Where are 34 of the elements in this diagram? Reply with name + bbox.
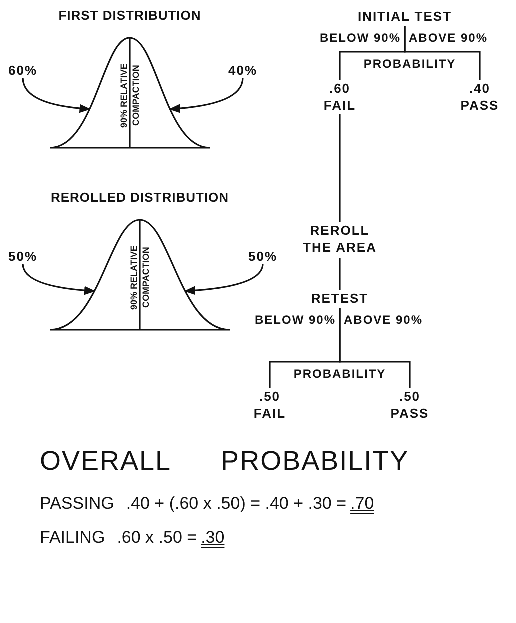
probability-value: .50 — [258, 388, 282, 405]
probability-value: .60 — [328, 80, 352, 97]
step-label: REROLL THE AREA — [295, 222, 385, 258]
probability-value: .50 — [398, 388, 422, 405]
tree-line — [339, 258, 341, 290]
outcome-label: PASS — [460, 97, 500, 114]
leader-line — [22, 264, 96, 296]
outcome-label: FAIL — [252, 405, 288, 422]
tree-line — [339, 308, 411, 388]
percent-label: 50% — [4, 248, 42, 264]
formula-text: FAILING — [40, 528, 106, 548]
outcome-label: PASS — [390, 405, 430, 422]
tree-line — [339, 114, 341, 222]
formula-text: .60 x .50 = — [117, 528, 198, 548]
heading: OVERALL PROBABILITY — [40, 446, 410, 477]
distribution-title: FIRST DISTRIBUTION — [58, 8, 202, 23]
leader-line — [169, 78, 244, 114]
axis-label: 90% RELATIVE COMPACTION — [118, 62, 142, 130]
distribution-title: REROLLED DISTRIBUTION — [50, 190, 230, 205]
formula-text: PASSING — [40, 494, 114, 514]
probability-value: .40 — [468, 80, 492, 97]
formula-text: .40 + (.60 x .50) = .40 + .30 = — [126, 494, 347, 514]
percent-label: 60% — [4, 62, 42, 78]
step-label: INITIAL TEST — [345, 8, 465, 26]
step-label: RETEST — [300, 290, 380, 308]
leader-line — [184, 264, 264, 296]
percent-label: 40% — [224, 62, 262, 78]
outcome-label: FAIL — [322, 97, 358, 114]
result-value: .30 — [201, 528, 225, 548]
axis-label: 90% RELATIVE COMPACTION — [128, 244, 152, 312]
leader-line — [22, 78, 91, 113]
percent-label: 50% — [244, 248, 282, 264]
result-value: .70 — [350, 494, 374, 514]
tree-line — [404, 26, 481, 80]
